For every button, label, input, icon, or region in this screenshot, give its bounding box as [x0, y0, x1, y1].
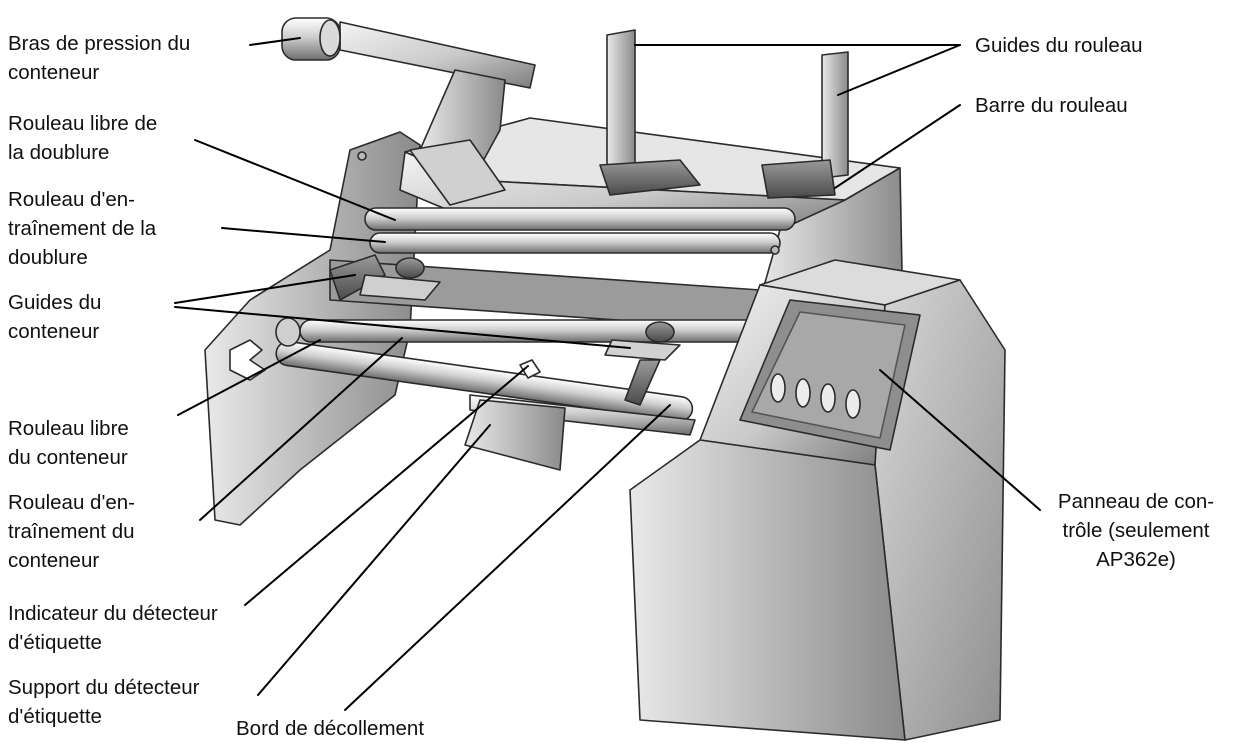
- button-1: [770, 373, 786, 403]
- container-idler-roller: [275, 340, 694, 422]
- leader-guides-conteneur-2: [174, 306, 631, 349]
- leader-re-conteneur: [199, 337, 403, 521]
- pressure-arm-foot: [409, 139, 506, 206]
- roll-guide-right-base: [761, 159, 836, 199]
- cabinet-base-front: [629, 439, 906, 741]
- left-plate-notches: [229, 339, 266, 381]
- label-rouleau-entrainement-doublure: Rouleau d'en- traînement de la doublure: [8, 188, 157, 269]
- leader-barre: [834, 104, 961, 189]
- label-rouleau-entrainement-conteneur: Rouleau d'en- traînement du conteneur: [8, 491, 136, 572]
- leader-guides-rouleau-2: [837, 44, 961, 96]
- label-rouleau-libre-doublure: Rouleau libre de la doublure: [8, 112, 158, 164]
- leader-indicateur: [244, 365, 529, 606]
- leader-support: [257, 424, 491, 696]
- label-guides-rouleau: Guides du rouleau: [975, 34, 1143, 57]
- container-guide-left: [329, 254, 386, 301]
- container-guide-left-plate: [359, 274, 441, 301]
- leader-re-doublure: [221, 227, 386, 243]
- label-rouleau-libre-conteneur: Rouleau libre du conteneur: [8, 417, 129, 469]
- label-panneau-controle: Panneau de con- trôle (seulement AP362e): [1057, 490, 1215, 571]
- roll-guide-left-base: [599, 159, 701, 196]
- liner-drive-roller: [369, 232, 781, 254]
- label-bord-decollement: Bord de décollement: [236, 717, 425, 740]
- leader-panneau: [879, 369, 1041, 511]
- liner-idler-roller: [364, 207, 796, 231]
- label-applicator-illustration: [204, 17, 1006, 741]
- leader-bras: [249, 37, 301, 46]
- leader-bord: [344, 404, 671, 711]
- control-panel-inner: [751, 311, 906, 439]
- button-2: [795, 378, 811, 408]
- container-guide-left-knob: [395, 257, 425, 279]
- leader-rl-conteneur: [177, 339, 321, 416]
- label-support-detecteur: Support du détecteur d'étiquette: [8, 676, 200, 728]
- roll-guide-left: [606, 29, 636, 181]
- label-barre-rouleau: Barre du rouleau: [975, 94, 1128, 117]
- roll-guide-right: [821, 51, 849, 179]
- container-guide-right-knob: [645, 321, 675, 343]
- label-indicateur-detecteur: Indicateur du détecteur d'étiquette: [8, 602, 218, 654]
- sensor-indicator: [519, 359, 541, 379]
- label-sensor-bracket: [464, 399, 566, 471]
- container-guide-right: [604, 339, 681, 361]
- container-guide-right-arm: [624, 359, 661, 406]
- label-guides-conteneur: Guides du conteneur: [8, 291, 102, 343]
- label-bras-de-pression: Bras de pression du conteneur: [8, 32, 191, 84]
- leader-guides-conteneur-1: [174, 274, 356, 304]
- button-3: [820, 383, 836, 413]
- pressure-arm-bar: [339, 21, 536, 89]
- leader-lines: [174, 37, 1041, 711]
- button-4: [845, 389, 861, 419]
- leader-rl-doublure: [194, 139, 396, 221]
